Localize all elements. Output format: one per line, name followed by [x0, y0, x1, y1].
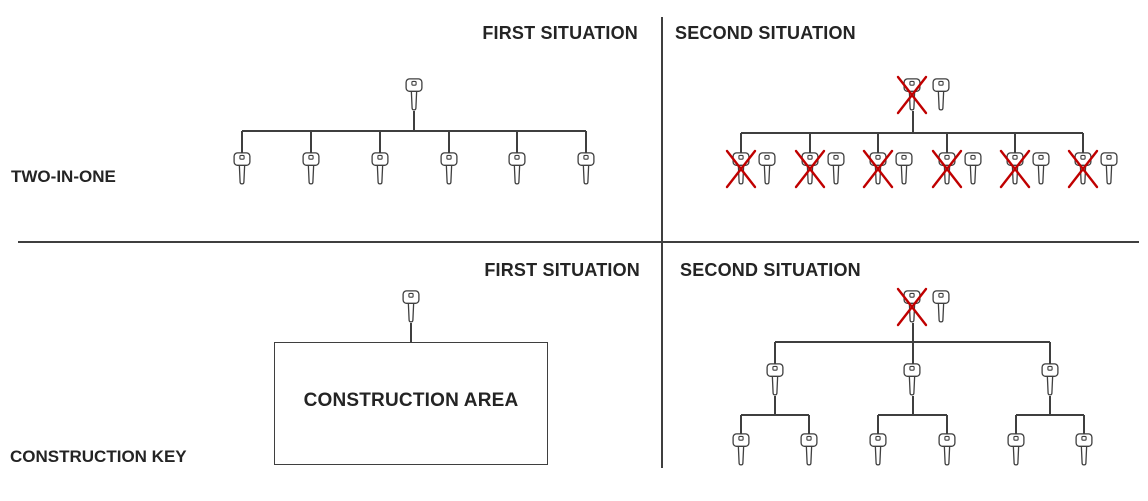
connector-line	[946, 415, 948, 434]
key-icon-crossed	[896, 75, 928, 115]
key-icon	[903, 363, 921, 397]
vertical-divider	[661, 17, 663, 468]
cross-out-icon	[794, 149, 826, 189]
key-icon	[1100, 152, 1118, 186]
construction-area-box: CONSTRUCTION AREA	[274, 342, 548, 465]
connector-line	[1014, 133, 1016, 153]
horizontal-divider	[18, 241, 1139, 243]
connector-line	[1015, 415, 1017, 434]
cross-out-icon	[862, 149, 894, 189]
connector-line	[775, 341, 1050, 343]
key-icon-crossed	[931, 149, 963, 189]
connector-line	[912, 342, 914, 364]
cross-out-icon	[1067, 149, 1099, 189]
connector-line	[741, 414, 809, 416]
connector-line	[310, 131, 312, 153]
cross-out-icon	[725, 149, 757, 189]
connector-line	[946, 133, 948, 153]
connector-line	[808, 415, 810, 434]
cross-out-icon	[896, 287, 928, 327]
key-icon-crossed	[862, 149, 894, 189]
key-icon	[1041, 363, 1059, 397]
connector-line	[912, 396, 914, 415]
header-second-situation-top: SECOND SITUATION	[675, 23, 856, 43]
connector-line	[413, 111, 415, 131]
connector-line	[1049, 396, 1051, 415]
connector-line	[410, 323, 412, 343]
connector-line	[1083, 415, 1085, 434]
key-icon	[371, 152, 389, 186]
key-icon	[827, 152, 845, 186]
key-icon-crossed	[725, 149, 757, 189]
row-label-two-in-one: TWO-IN-ONE	[11, 167, 116, 186]
key-icon	[1007, 433, 1025, 467]
cross-out-icon	[999, 149, 1031, 189]
connector-line	[1016, 414, 1084, 416]
connector-line	[741, 132, 1083, 134]
header-first-situation-bottom: FIRST SITUATION	[484, 260, 640, 280]
connector-line	[809, 133, 811, 153]
key-icon	[932, 290, 950, 324]
key-icon	[405, 78, 423, 112]
connector-line	[774, 342, 776, 364]
key-icon	[800, 433, 818, 467]
key-icon-crossed	[1067, 149, 1099, 189]
key-icon	[508, 152, 526, 186]
key-icon	[732, 433, 750, 467]
key-icon	[964, 152, 982, 186]
connector-line	[1082, 133, 1084, 153]
key-icon	[932, 78, 950, 112]
connector-line	[878, 414, 947, 416]
key-icon	[895, 152, 913, 186]
key-icon	[233, 152, 251, 186]
key-icon	[302, 152, 320, 186]
header-first-situation-top: FIRST SITUATION	[482, 23, 638, 43]
connector-line	[774, 396, 776, 415]
key-icon	[766, 363, 784, 397]
connector-line	[585, 131, 587, 153]
key-icon-crossed	[999, 149, 1031, 189]
key-icon-crossed	[794, 149, 826, 189]
connector-line	[877, 133, 879, 153]
key-icon	[938, 433, 956, 467]
construction-area-label: CONSTRUCTION AREA	[303, 390, 519, 411]
row-label-construction-key: CONSTRUCTION KEY	[10, 447, 187, 466]
connector-line	[740, 415, 742, 434]
key-icon	[758, 152, 776, 186]
key-icon	[1032, 152, 1050, 186]
connector-line	[912, 111, 914, 133]
connector-line	[516, 131, 518, 153]
connector-line	[740, 133, 742, 153]
connector-line	[242, 130, 586, 132]
connector-line	[448, 131, 450, 153]
connector-line	[241, 131, 243, 153]
key-icon	[402, 290, 420, 324]
key-icon-crossed	[896, 287, 928, 327]
header-second-situation-bottom: SECOND SITUATION	[680, 260, 861, 280]
connector-line	[1049, 342, 1051, 364]
key-icon	[869, 433, 887, 467]
cross-out-icon	[931, 149, 963, 189]
connector-line	[877, 415, 879, 434]
connector-line	[379, 131, 381, 153]
connector-line	[912, 323, 914, 342]
cross-out-icon	[896, 75, 928, 115]
key-icon	[1075, 433, 1093, 467]
key-icon	[577, 152, 595, 186]
key-icon	[440, 152, 458, 186]
